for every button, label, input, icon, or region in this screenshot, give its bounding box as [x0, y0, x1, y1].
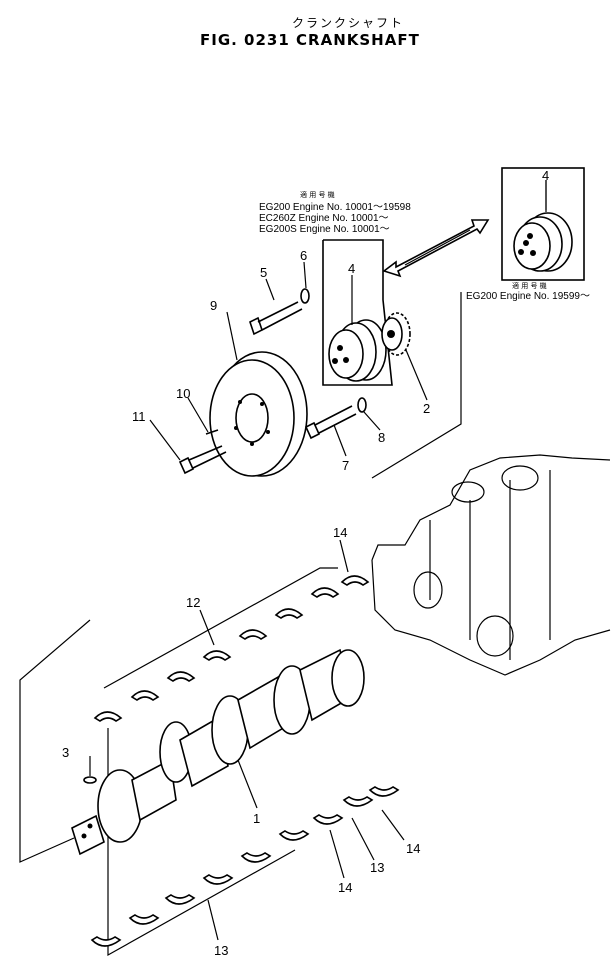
- callout-11: 11: [132, 409, 146, 424]
- callout-12: 12: [186, 595, 200, 610]
- callout-13-right: 13: [370, 860, 384, 875]
- serial-note-jp-2: 適 用 号 機: [512, 281, 547, 290]
- figure-title: FIG. 0231 CRANKSHAFT: [200, 31, 420, 49]
- damper-part-9: [209, 351, 308, 477]
- interchange-arrow: [382, 219, 490, 278]
- pulley-part-4: [328, 319, 387, 382]
- crankshaft-part-1: [71, 648, 365, 856]
- gear-part-2: [381, 312, 411, 356]
- upper-bearing-group: [93, 567, 370, 722]
- callout-2: 2: [423, 401, 430, 416]
- callout-14-lower: 14: [338, 880, 352, 895]
- pin-part-10: [205, 429, 219, 435]
- serial-note-3: EG200S Engine No. 10001～: [259, 224, 390, 235]
- lower-bearing-group: [90, 728, 400, 957]
- serial-note-1: EG200 Engine No. 10001～19598: [259, 202, 411, 213]
- callout-10: 10: [176, 386, 190, 401]
- callout-5: 5: [260, 265, 267, 280]
- washer-part-8: [357, 397, 367, 413]
- assembly-outline-left: [19, 619, 91, 863]
- callout-13-bottom: 13: [214, 943, 228, 958]
- bolt-part-11: [178, 445, 227, 475]
- callout-4-main: 4: [348, 261, 355, 276]
- callout-1: 1: [253, 811, 260, 826]
- callout-8: 8: [378, 430, 385, 445]
- leader-lines: [89, 180, 547, 941]
- key-part-3: [83, 776, 97, 784]
- title-japanese: クランクシャフト: [292, 16, 405, 30]
- callout-14-top: 14: [333, 525, 347, 540]
- callout-3: 3: [62, 745, 69, 760]
- bolt-part-5: [249, 301, 303, 336]
- inset-pulley-box: [501, 167, 585, 281]
- engine-block-outline: [371, 454, 611, 676]
- washer-part-6: [300, 288, 310, 304]
- serial-note-2: EC260Z Engine No. 10001～: [259, 213, 389, 224]
- callout-14-right: 14: [406, 841, 420, 856]
- serial-note-4: EG200 Engine No. 19599～: [466, 291, 590, 302]
- callout-9: 9: [210, 298, 217, 313]
- bolt-part-7: [304, 405, 357, 440]
- serial-note-jp-1: 適 用 号 機: [300, 190, 335, 199]
- callout-4-inset: 4: [542, 168, 549, 183]
- callout-7: 7: [342, 458, 349, 473]
- callout-6: 6: [300, 248, 307, 263]
